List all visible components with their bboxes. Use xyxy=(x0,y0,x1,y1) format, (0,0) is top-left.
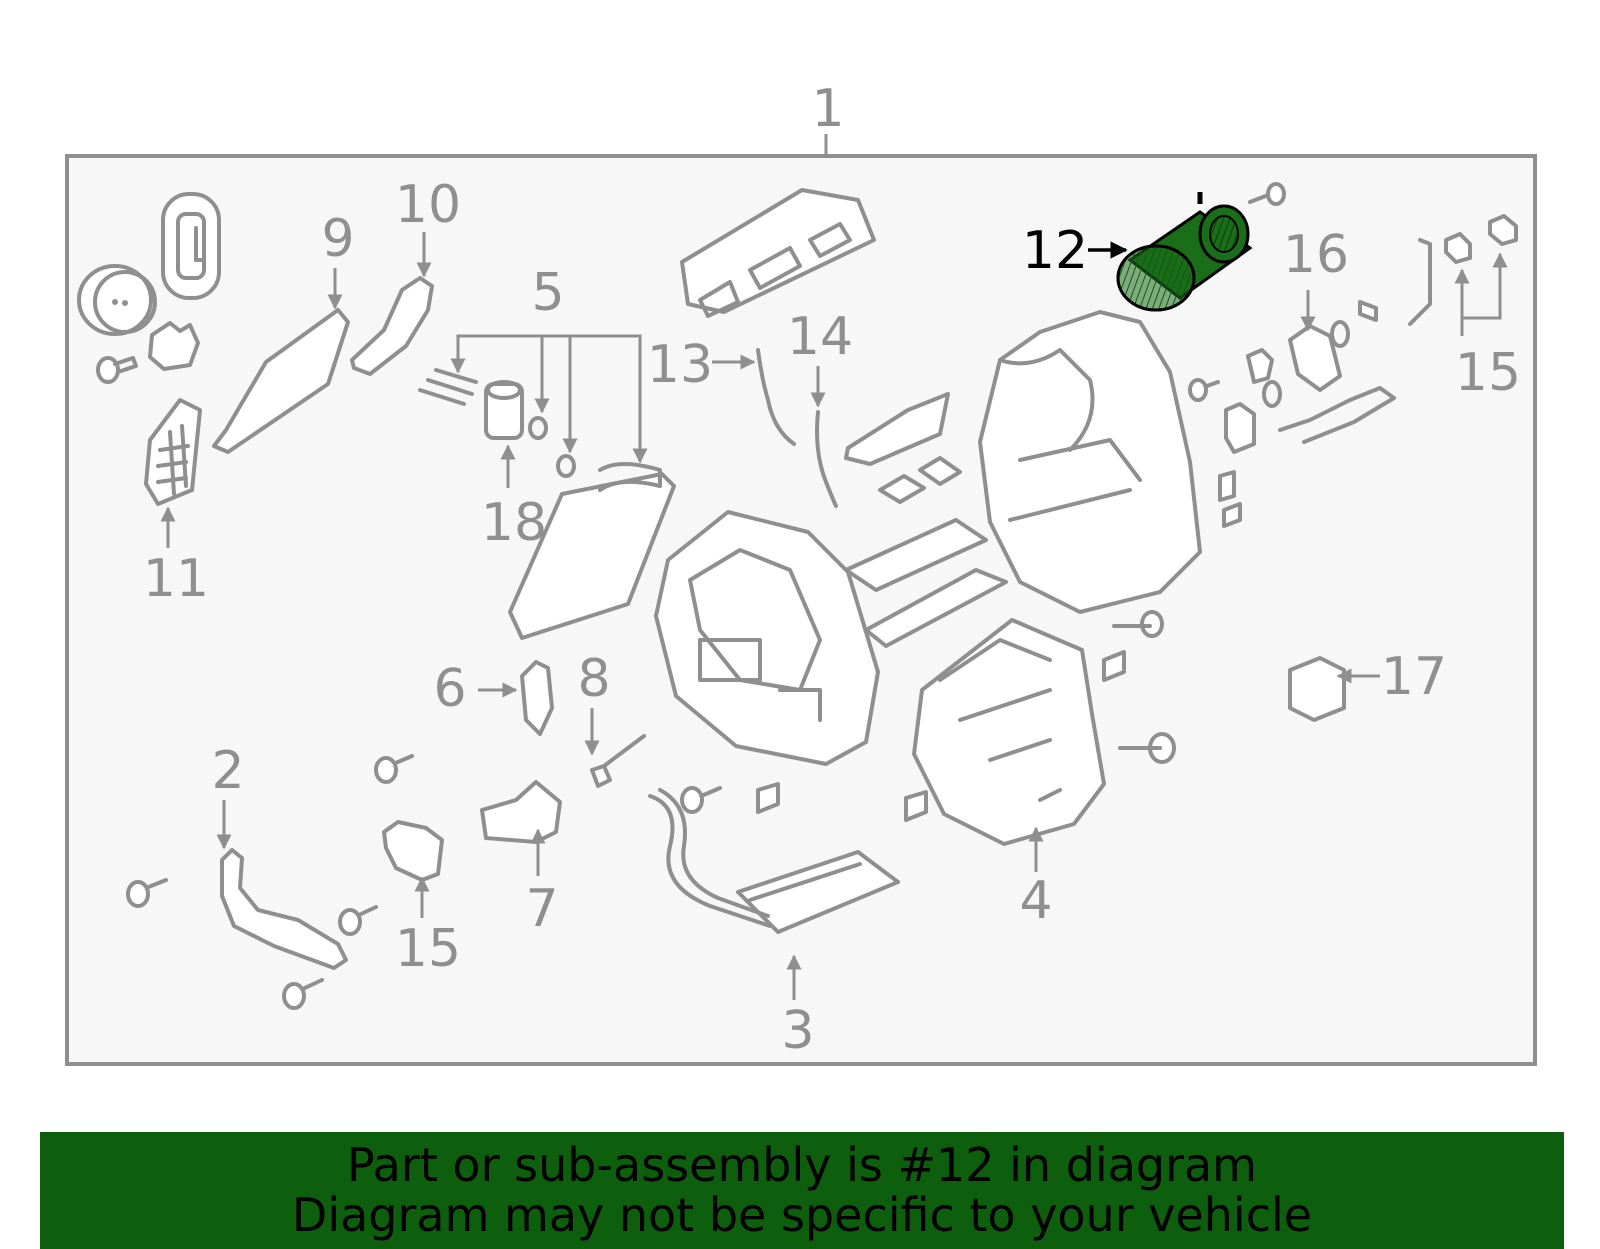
part-2-bracket xyxy=(220,848,348,970)
part-6-sensor xyxy=(520,660,554,736)
callout-10: 10 xyxy=(395,175,461,235)
bolts xyxy=(126,610,1176,1010)
part-7-bracket xyxy=(480,780,562,844)
part-10-bracket xyxy=(350,276,434,376)
callout-labels: 1 2 3 4 5 6 7 8 9 10 11 12 13 14 15 15 1… xyxy=(143,79,1521,1061)
part-evaporator xyxy=(508,462,676,640)
part-actuator-right xyxy=(1188,182,1286,528)
bolt-a xyxy=(96,356,138,384)
callout-15-lower: 15 xyxy=(395,919,461,979)
callout-13: 13 xyxy=(647,335,713,395)
part-lower-case xyxy=(654,510,880,766)
callout-14: 14 xyxy=(787,307,853,367)
banner-line-2: Diagram may not be specific to your vehi… xyxy=(291,1188,1313,1242)
part-15-bracket-lower xyxy=(382,820,444,882)
part-15-clips-upper xyxy=(1444,214,1518,264)
part-11-grille xyxy=(144,398,202,506)
part-8-actuator xyxy=(590,734,646,788)
part-4-case xyxy=(912,618,1106,846)
callout-2: 2 xyxy=(211,741,244,801)
part-13-hose xyxy=(756,348,796,446)
callout-12: 12 xyxy=(1022,221,1088,281)
callout-8: 8 xyxy=(577,649,610,709)
callout-6: 6 xyxy=(433,659,466,719)
callout-9: 9 xyxy=(321,209,354,269)
callout-11: 11 xyxy=(143,549,209,609)
callout-1: 1 xyxy=(811,79,844,139)
part-17-module xyxy=(1288,656,1346,722)
callout-4: 4 xyxy=(1019,871,1052,931)
banner-line-1: Part or sub-assembly is #12 in diagram xyxy=(347,1138,1257,1192)
part-5-seals xyxy=(418,368,576,478)
callout-18: 18 xyxy=(481,493,547,553)
callout-17: 17 xyxy=(1381,647,1447,707)
part-cap xyxy=(77,264,157,336)
part-14-hose xyxy=(815,410,838,508)
callout-5: 5 xyxy=(531,263,564,323)
callout-15-upper: 15 xyxy=(1455,343,1521,403)
part-air-duct-lid xyxy=(680,188,876,318)
leader-lines xyxy=(160,232,1508,1000)
part-clip-small xyxy=(148,321,200,371)
part-upper-case xyxy=(978,310,1202,614)
callout-16: 16 xyxy=(1283,225,1349,285)
part-vent-doors xyxy=(844,392,1008,648)
part-18-valve xyxy=(484,380,524,440)
callout-3: 3 xyxy=(781,1001,814,1061)
part-9-filter xyxy=(212,308,350,454)
part-oval-cover xyxy=(161,192,221,300)
part-3-heater-core xyxy=(648,788,900,934)
callout-7: 7 xyxy=(525,879,558,939)
info-banner: Part or sub-assembly is #12 in diagram D… xyxy=(40,1132,1564,1249)
part-12-blower-motor xyxy=(1116,192,1253,312)
